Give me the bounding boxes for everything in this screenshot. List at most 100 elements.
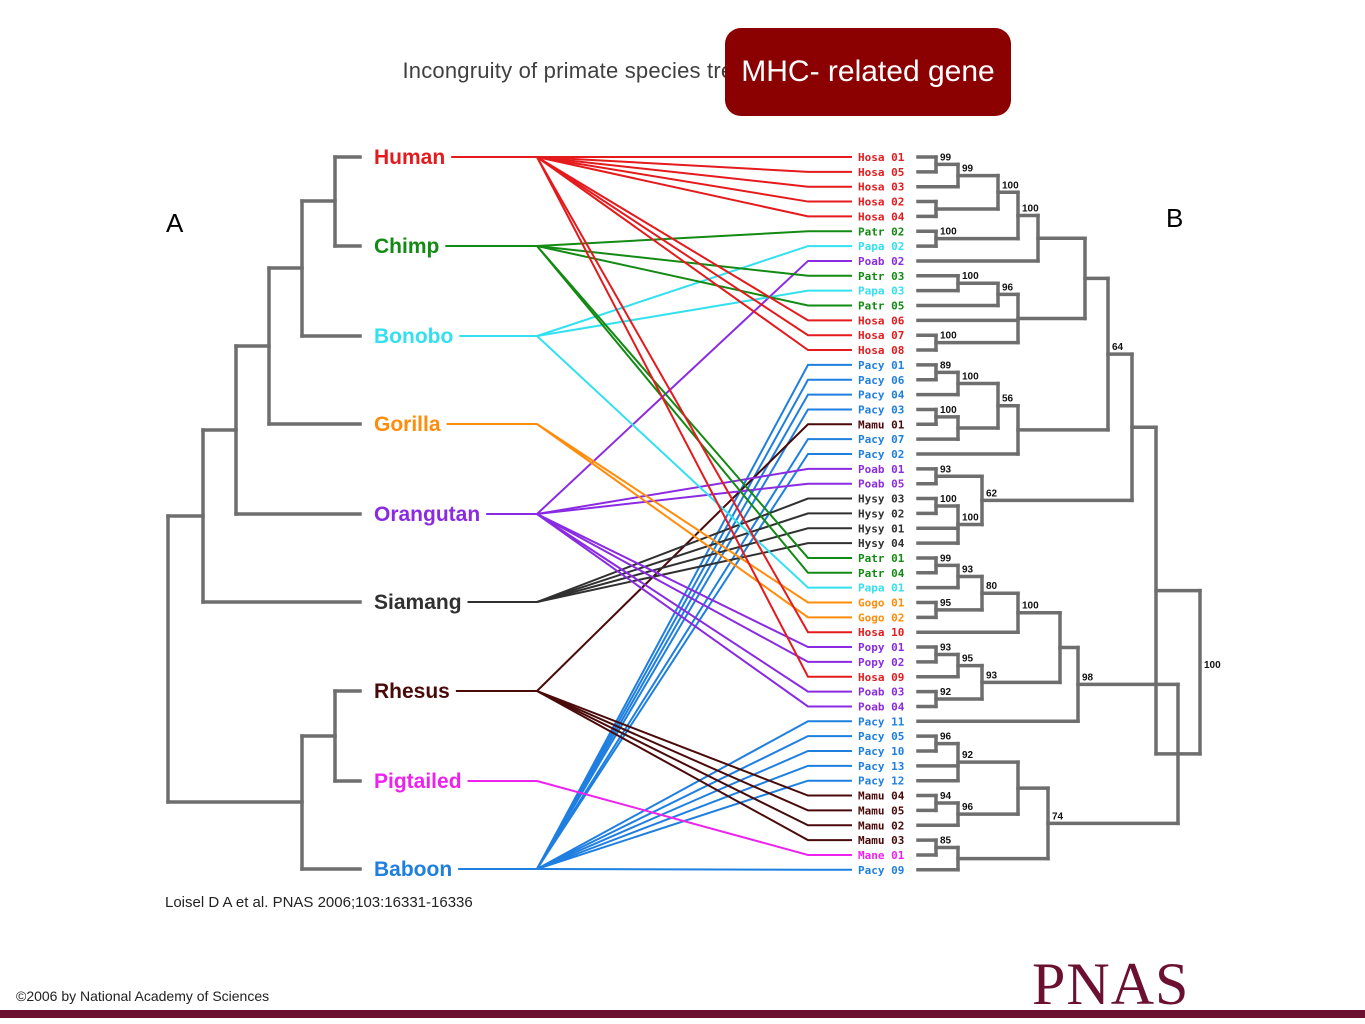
species-gene-connectors [445, 156, 852, 871]
species-tree [166, 155, 362, 871]
gene-tip-label: Pacy 01 [858, 359, 905, 372]
gene-tip-label: Hosa 04 [858, 210, 905, 223]
connector-line [536, 156, 852, 352]
citation: Loisel D A et al. PNAS 2006;103:16331-16… [165, 894, 473, 911]
connector-line [536, 245, 852, 337]
connector-line [536, 482, 852, 515]
connector-line [536, 393, 852, 870]
gene-tip-label: Pacy 10 [858, 745, 904, 758]
connector-line [536, 720, 852, 870]
gene-tip-label: Patr 03 [858, 270, 904, 283]
connector-line [536, 764, 852, 870]
gene-tip-label: Pacy 03 [858, 403, 904, 416]
bootstrap-value: 80 [986, 581, 998, 592]
connector-line [536, 423, 852, 604]
connector-line [536, 245, 852, 277]
gene-tip-label: Hosa 07 [858, 329, 904, 342]
gene-tip-label: Poab 03 [858, 686, 904, 699]
connector-line [536, 423, 852, 692]
connector-line [536, 156, 852, 322]
bootstrap-value: 92 [940, 687, 952, 698]
gene-tip-label: Patr 01 [858, 552, 905, 565]
bootstrap-value: 99 [940, 553, 952, 564]
gene-tip-label: Popy 02 [858, 656, 904, 669]
gene-tip-label: Hosa 10 [858, 626, 904, 639]
connector-line [536, 467, 852, 515]
gene-tip-label: Mamu 05 [858, 804, 904, 817]
connector-line [536, 513, 852, 693]
connector-line [536, 156, 852, 188]
gene-tip-label: Poab 05 [858, 478, 904, 491]
bootstrap-value: 100 [1022, 203, 1039, 214]
connector-line [536, 363, 852, 870]
gene-tip-label: Patr 02 [858, 225, 904, 238]
bootstrap-value: 100 [1002, 180, 1019, 191]
bootstrap-value: 100 [940, 227, 957, 238]
species-label-human: Human [374, 146, 445, 169]
gene-tip-label: Pacy 06 [858, 374, 905, 387]
gene-tip-label: Mane 01 [858, 849, 905, 862]
gene-tip-label: Papa 03 [858, 285, 904, 298]
connector-line [536, 780, 852, 856]
gene-tip-label: Hysy 04 [858, 537, 905, 550]
gene-tip-label: Hosa 03 [858, 181, 904, 194]
connector-line [536, 245, 852, 307]
species-label-orangutan: Orangutan [374, 503, 480, 526]
bootstrap-value: 93 [940, 642, 952, 653]
gene-tip-label: Pacy 07 [858, 433, 904, 446]
bootstrap-value: 100 [962, 513, 979, 524]
bootstrap-value: 89 [940, 360, 952, 371]
connector-line [536, 513, 852, 649]
gene-tip-label: Hosa 01 [858, 151, 905, 164]
connector-line [536, 245, 852, 559]
gene-tip-label: Pacy 12 [858, 775, 904, 788]
bootstrap-value: 93 [962, 565, 974, 576]
bootstrap-value: 95 [940, 598, 952, 609]
connector-line [536, 690, 852, 797]
bootstrap-labels: 9999100100100100961008910010056649310010… [940, 152, 1221, 846]
species-labels: HumanChimpBonoboGorillaOrangutanSiamangR… [374, 146, 480, 881]
connector-line [536, 497, 852, 603]
pnas-logo: PNAS [1032, 951, 1190, 1017]
bootstrap-value: 100 [940, 494, 957, 505]
bootstrap-value: 100 [940, 331, 957, 342]
bootstrap-value: 98 [1082, 672, 1094, 683]
connector-line [536, 513, 852, 708]
bootstrap-value: 93 [940, 464, 952, 475]
gene-tip-label: Hosa 06 [858, 314, 905, 327]
bootstrap-value: 74 [1052, 811, 1064, 822]
bootstrap-value: 100 [962, 271, 979, 282]
connector-line [536, 690, 852, 827]
connector-line [536, 156, 852, 203]
gene-tip-label: Pacy 13 [858, 760, 904, 773]
connector-line [536, 156, 852, 337]
panel-b-label: B [1166, 203, 1183, 233]
bootstrap-value: 100 [962, 371, 979, 382]
connector-line [536, 156, 852, 678]
connector-line [536, 735, 852, 870]
panel-a-label: A [166, 208, 184, 238]
species-label-pigtailed: Pigtailed [374, 770, 462, 793]
gene-tip-label: Papa 02 [858, 240, 904, 253]
connector-line [536, 408, 852, 870]
species-label-chimp: Chimp [374, 235, 439, 258]
gene-tip-label: Hysy 02 [858, 507, 904, 520]
bootstrap-value: 96 [1002, 282, 1014, 293]
gene-tip-label: Patr 04 [858, 567, 905, 580]
connector-line [536, 453, 852, 870]
bootstrap-value: 64 [1112, 342, 1124, 353]
gene-tip-label: Gogo 01 [858, 597, 905, 610]
connector-line [536, 423, 852, 619]
bootstrap-value: 100 [940, 405, 957, 416]
bootstrap-value: 94 [940, 791, 952, 802]
bootstrap-value: 56 [1002, 394, 1014, 405]
species-label-baboon: Baboon [374, 858, 452, 881]
connector-line [536, 690, 852, 812]
connector-line [536, 230, 852, 247]
connector-line [536, 156, 852, 634]
footer-bar [0, 1010, 1365, 1018]
gene-tip-label: Hosa 05 [858, 166, 904, 179]
gene-tip-label: Poab 01 [858, 463, 905, 476]
gene-tip-label: Pacy 05 [858, 730, 904, 743]
